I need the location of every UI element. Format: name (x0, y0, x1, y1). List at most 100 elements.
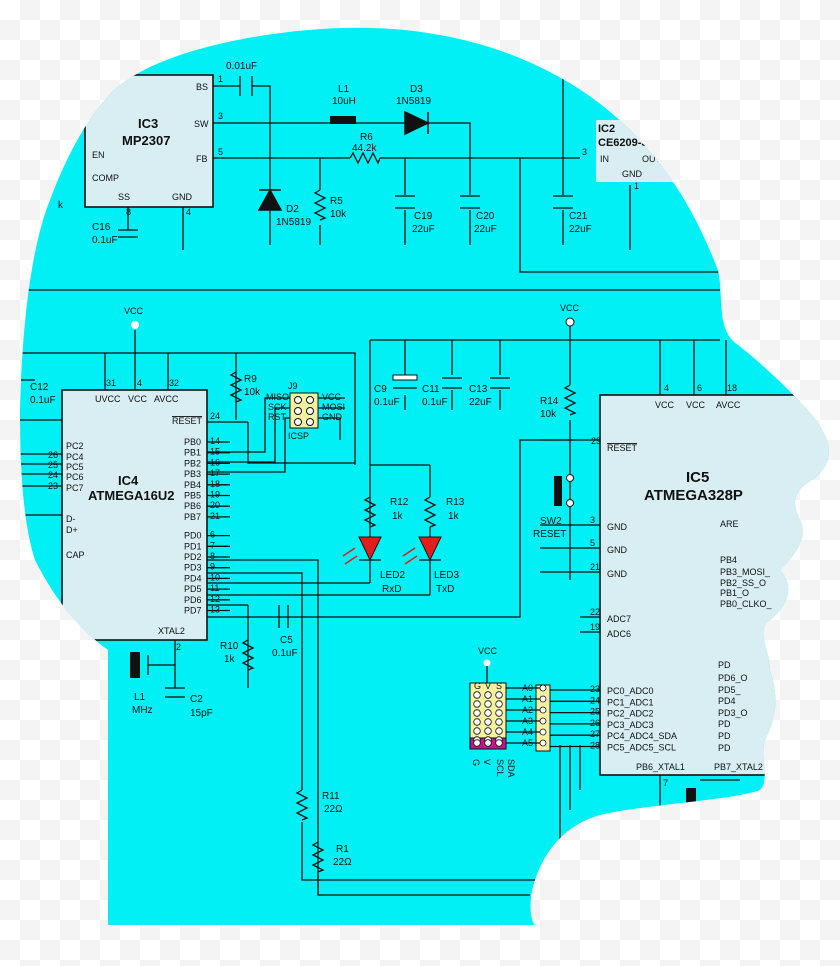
ic4-left-pin-label: PC7 (66, 483, 84, 493)
ic4-wires (20, 330, 600, 896)
r6-ref: R6 (360, 132, 373, 143)
j9-right-gnd: GND (322, 412, 343, 422)
c16-ref: C16 (92, 222, 111, 233)
ic5-pc-pin-number: 28 (590, 741, 600, 751)
ic5-reset: RESET (607, 443, 638, 453)
header-pin (473, 739, 481, 747)
left-k-label: k (58, 200, 64, 211)
ic5-adc-pin-number: 22 (590, 607, 600, 617)
c5-ref: C5 (280, 635, 293, 646)
ic4-vcc-label: VCC (124, 306, 144, 316)
ic5-right-pin-label: PB2_SS_O (720, 578, 766, 588)
ic5-adc-pin-number: 19 (590, 622, 600, 632)
r1-value: 22Ω (333, 857, 352, 868)
ic4-right-pin-number: 12 (210, 594, 220, 604)
c9-symbol (392, 374, 418, 389)
ic3-num-fb: 5 (218, 147, 223, 157)
r14-ref: R14 (540, 396, 559, 407)
l1-body (330, 116, 356, 124)
r5-ref: R5 (330, 196, 343, 207)
header-col-label: S (496, 681, 502, 691)
ic4-reset-num: 24 (210, 411, 220, 421)
ic4-right-pin-label: PD7 (184, 606, 202, 616)
ic5-gnd-pin-label: GND (607, 545, 628, 555)
header-a-pin (539, 728, 547, 736)
j9-ref: J9 (288, 381, 298, 391)
header-pin (484, 739, 492, 747)
ic5-pc-pin-number: 26 (590, 718, 600, 728)
ic5-bottom-xtal2: PB7_XTAL2 (714, 762, 763, 772)
ic2-ref: IC2 (598, 123, 615, 135)
c16-symbol (118, 229, 138, 238)
header-pin (473, 700, 481, 708)
ic4-left-pin-number: 23 (48, 481, 58, 491)
ic4-left-pin-label: PC6 (66, 472, 84, 482)
ic5-pc-pin-number: 23 (590, 684, 600, 694)
r9-ref: R9 (244, 374, 257, 385)
ic5-right-pin-label: PD (718, 660, 731, 670)
ic4-topnum-32: 32 (169, 378, 179, 388)
ic4-right-pin-label: PD1 (184, 541, 202, 551)
ic5-right-pin-label: PD5_ (718, 685, 742, 695)
header-bottom-label: V (482, 759, 492, 765)
ic4-right-pin-label: PD3 (184, 563, 202, 573)
ic5-crystal (686, 788, 696, 810)
ic4-right-pin-label: PB7 (184, 512, 201, 522)
ic4-right-pin-number: 14 (210, 436, 220, 446)
ic4-name: ATMEGA16U2 (88, 488, 174, 503)
j9-left-rst: RST (268, 412, 287, 422)
ic5-gnd-pin-label: GND (607, 522, 628, 532)
crystal-symbol (130, 652, 175, 678)
ic4-right-pin-number: 18 (210, 479, 220, 489)
ic4-right-pin-number: 8 (210, 551, 215, 561)
j9-pin (306, 407, 314, 415)
ic5-adc-pin-label: ADC6 (607, 629, 631, 639)
c2-ref: C2 (190, 694, 203, 705)
d3-value: 1N5819 (396, 96, 431, 107)
ic4-right-pin-label: PB4 (184, 480, 201, 490)
mid-vcc-label: VCC (560, 303, 580, 313)
c11-symbol (442, 377, 462, 389)
ic4-ref: IC4 (118, 473, 139, 488)
ic3-num-sw: 3 (218, 111, 223, 121)
c20-ref: C20 (476, 211, 495, 222)
ic4-right-pin-label: PB2 (184, 458, 201, 468)
ic4-left-pin-label: PC4 (66, 452, 84, 462)
ic4-vcc-node (131, 321, 139, 329)
ic3-name: MP2307 (122, 133, 170, 148)
header-pin (484, 709, 492, 717)
header-vcc-label: VCC (478, 646, 498, 656)
ic4-top-uvcc: UVCC (95, 394, 121, 404)
ic5-name: ATMEGA328P (644, 487, 743, 504)
ic4-left-pin-number: 26 (48, 450, 58, 460)
ic2-pin-in: 3 (582, 147, 587, 157)
c21-ref: C21 (569, 211, 588, 222)
c13-value: 22uF (469, 397, 492, 408)
c12-value: 0.1uF (30, 395, 56, 406)
ic3-pin-en: EN (92, 150, 105, 160)
ic3-ref: IC3 (138, 116, 158, 131)
sw2-value: RESET (533, 529, 566, 540)
ic4-reset: RESET (172, 416, 203, 426)
ic5-bottom-num: 7 (663, 778, 668, 788)
j9-pin (294, 396, 302, 404)
j9-left-sck: SCK (268, 402, 287, 412)
d2-ref: D2 (286, 204, 299, 215)
header-pin (495, 700, 503, 708)
ic4-right-pin-number: 11 (210, 583, 219, 593)
header-pin (495, 727, 503, 735)
ic5-top-vcc1: VCC (655, 400, 675, 410)
ic2-in: IN (600, 154, 609, 164)
header-pin (473, 709, 481, 717)
header-pin (495, 718, 503, 726)
ic4-left-pin-number: 24 (48, 470, 58, 480)
ic4-left-pin-label: D+ (66, 525, 78, 535)
r9-symbol (229, 371, 243, 403)
ic3-pin-gnd: GND (172, 192, 193, 202)
c20-symbol (460, 195, 480, 209)
header-bottom-label: SCL (495, 759, 505, 777)
r10-symbol (241, 639, 255, 671)
ic4-right-pin-number: 21 (210, 511, 220, 521)
